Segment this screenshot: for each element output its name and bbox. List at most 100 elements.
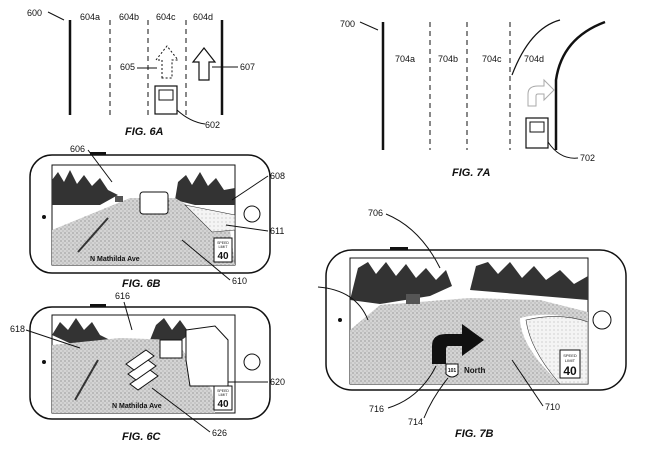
fig7b-shield-ref: 714 [408, 417, 423, 427]
fig7b-trees-left [350, 262, 452, 304]
fig7b-speed-sign-line2: LIMIT [565, 358, 576, 363]
fig7b-speed-sign: SPEED LIMIT 40 [559, 349, 581, 379]
fig7b-car-ahead [406, 294, 420, 304]
fig7a-lane-d: 704d [524, 54, 544, 64]
fig6b-road-ref: 611 [270, 226, 284, 236]
fig6c-caption: FIG. 6C [122, 431, 162, 443]
fig7b-speed-sign-frame [559, 349, 581, 379]
fig7b-710-leader [511, 359, 544, 407]
fig-6c: N Mathilda Ave SPEED LIMIT 40 618 616 62… [10, 291, 285, 443]
fig6c-616-leader [123, 301, 133, 331]
fig6b-display-ref: 608 [270, 171, 285, 181]
fig7b-speed-sign-line1: SPEED [563, 353, 577, 358]
fig6a-dashed-arrow [154, 45, 180, 79]
fig7a-right-edge [554, 20, 606, 150]
fig6a-dashed-arrow-ref: 605 [120, 62, 135, 72]
fig7b-716-leader [387, 365, 437, 409]
fig-6b: N Mathilda Ave SPEED LIMIT 40 606 608 61… [29, 144, 285, 290]
fig6c-618-leader [25, 329, 81, 349]
fig6b-606-leader [87, 149, 113, 183]
fig7b-speed-sign-value: 40 [563, 364, 577, 378]
fig6b-speed-sign-value: 40 [217, 251, 229, 262]
fig6c-arrow-ref: 616 [115, 291, 130, 301]
fig7b-direction: North [464, 366, 485, 375]
fig7b-arrow-ref: 716 [369, 404, 384, 414]
fig7a-caption: FIG. 7A [452, 167, 491, 179]
fig6c-speed-sign: SPEED LIMIT 40 [213, 385, 233, 411]
fig6c-scene-ref: 620 [270, 377, 285, 387]
fig6c-speed-sign-frame [213, 385, 233, 411]
fig6b-phone-speaker [42, 215, 46, 219]
fig6a-lane-b: 604b [119, 12, 139, 22]
fig7b-route-shield: 101 [445, 363, 459, 378]
fig7b-turn-arrow [432, 324, 484, 364]
fig6b-street-name: N Mathilda Ave [90, 256, 140, 263]
fig6c-speed-sign-line2: LIMIT [219, 393, 229, 397]
fig6c-phone-button [90, 304, 106, 307]
fig6b-610-leader [181, 239, 231, 281]
fig6c-phone-speaker [42, 360, 46, 364]
fig6a-ref-leader [47, 11, 65, 21]
fig6a-vehicle-window [158, 89, 174, 101]
fig6c-car-ahead [159, 339, 183, 359]
fig6a-ref: 600 [27, 8, 42, 18]
fig7a-lane-a: 704a [395, 54, 415, 64]
fig6b-car-far [115, 196, 123, 202]
fig6b-shoulder [184, 204, 236, 233]
fig6b-608-leader [231, 175, 269, 201]
fig6a-lane-a: 604a [80, 12, 100, 22]
fig7a-702-leader [547, 141, 579, 159]
fig7b-706-leader [385, 213, 441, 269]
fig6b-caption: FIG. 6B [122, 278, 161, 290]
fig7b-phone-speaker [338, 318, 342, 322]
fig7b-trees-right [470, 262, 588, 300]
fig6c-speed-sign-line1: SPEED [217, 389, 229, 393]
fig6c-phone-ref: 618 [10, 324, 25, 334]
fig6a-vehicle-ref: 602 [205, 120, 220, 130]
fig6b-speed-sign-frame [213, 237, 233, 263]
fig-6a: 600 604a 604b 604c 604d 605 607 602 FIG.… [27, 8, 255, 138]
fig6b-car-ahead [139, 191, 169, 215]
fig6c-trees-right [150, 318, 190, 344]
fig-7b: 101 North SPEED LIMIT 40 706 710 716 714… [317, 208, 627, 440]
fig6b-speed-sign-line1: SPEED [217, 241, 229, 245]
fig7a-vehicle-window [529, 121, 545, 133]
fig7a-exit-lane-line [511, 19, 561, 76]
fig6a-solid-arrow [191, 47, 217, 81]
fig7b-714-leader [423, 377, 449, 419]
fig6a-lane-c: 604c [156, 12, 176, 22]
fig7b-route-shield-frame [445, 363, 459, 378]
fig6c-truck [185, 325, 229, 387]
fig6b-speed-sign: SPEED LIMIT 40 [213, 237, 233, 263]
fig6b-scene-ref: 610 [232, 276, 247, 286]
fig6c-home-button [243, 353, 261, 371]
fig6c-lane-mark [74, 359, 99, 401]
fig7b-route-number: 101 [448, 368, 457, 374]
fig6b-trees-left [52, 170, 118, 205]
fig6c-626-leader [151, 387, 211, 433]
fig-7a: 700 704a 704b 704c 704d 702 FIG. 7A [340, 19, 606, 179]
fig6a-lane-d: 604d [193, 12, 213, 22]
fig6c-chevrons-ref: 626 [212, 428, 227, 438]
fig6b-speed-sign-line2: LIMIT [219, 245, 229, 249]
fig6a-caption: FIG. 6A [125, 126, 164, 138]
fig6b-home-button [243, 205, 261, 223]
fig6c-trees-left [52, 318, 110, 348]
fig6b-611-leader [225, 224, 269, 232]
fig7a-turn-arrow [527, 78, 555, 107]
fig6a-solid-arrow-ref: 607 [240, 62, 255, 72]
fig6b-lane-mark [77, 217, 109, 253]
fig6b-road [52, 198, 235, 265]
fig7b-phone-button [390, 247, 408, 250]
fig6c-chevron-3 [125, 349, 155, 371]
fig7a-ref-leader [359, 21, 379, 31]
fig6c-speed-sign-value: 40 [217, 399, 229, 410]
fig7a-lane-b: 704b [438, 54, 458, 64]
fig6a-602-leader [176, 109, 206, 125]
fig6b-phone-ref: 606 [70, 144, 85, 154]
fig7a-ref: 700 [340, 19, 355, 29]
fig6b-phone-button [90, 152, 106, 155]
fig6c-street-name: N Mathilda Ave [112, 403, 162, 410]
